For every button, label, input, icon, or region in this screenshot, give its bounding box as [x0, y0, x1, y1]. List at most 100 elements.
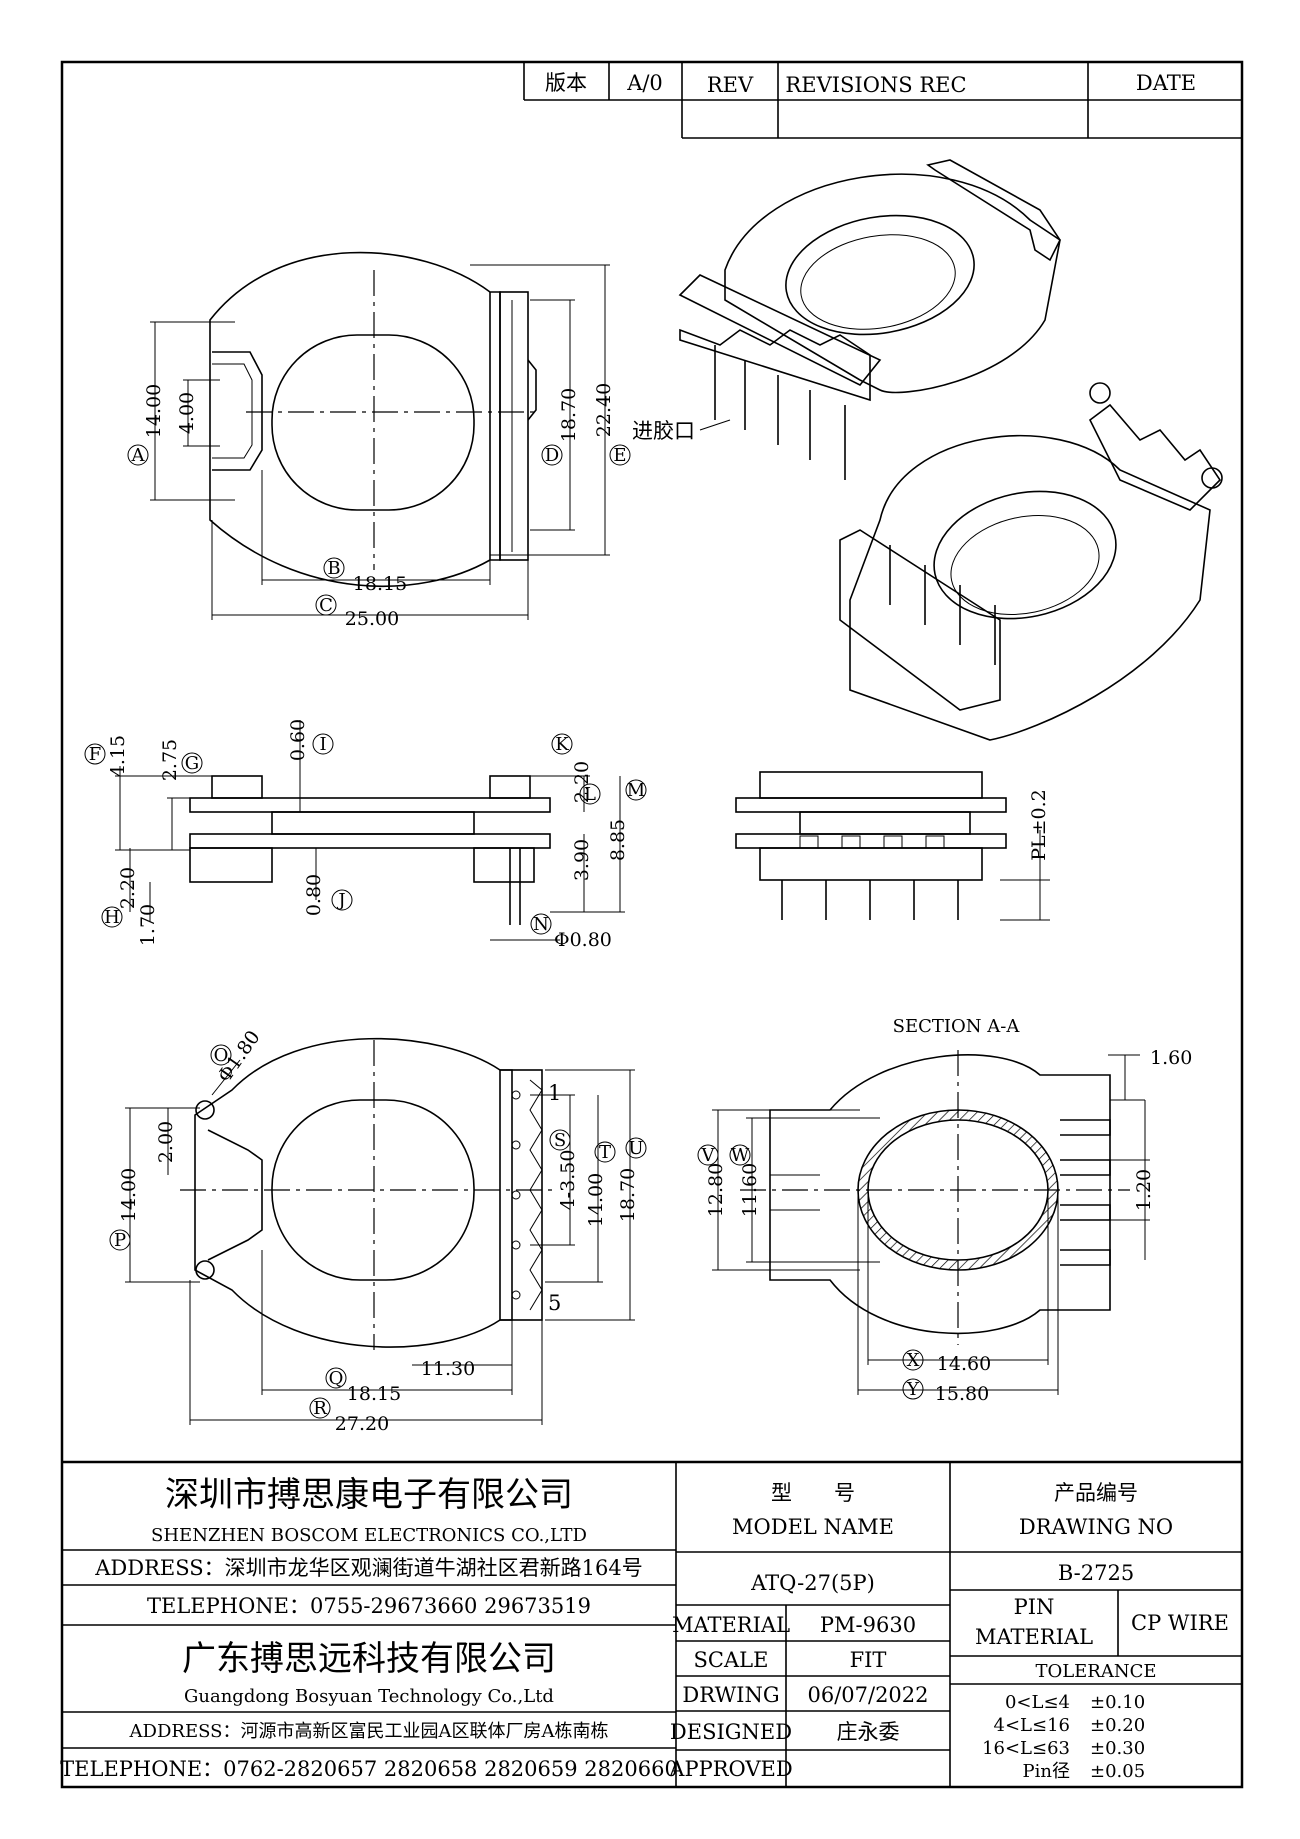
dim-b: 18.15 [353, 573, 407, 595]
dim-u: 18.70 [617, 1168, 639, 1222]
svg-text:V: V [701, 1145, 716, 1166]
pin-value: CP WIRE [1131, 1611, 1229, 1635]
tolerance-value-3: ±0.30 [1090, 1738, 1145, 1759]
revisions-label: REVISIONS REC [785, 73, 966, 97]
dim-section-right: 1.20 [1133, 1169, 1155, 1211]
tolerance-label: TOLERANCE [1035, 1661, 1156, 1682]
svg-text:J: J [336, 890, 345, 911]
svg-text:Q: Q [329, 1368, 344, 1389]
dim-g: 2.75 [159, 739, 181, 781]
company1-en: SHENZHEN BOSCOM ELECTRONICS CO.,LTD [151, 1525, 587, 1546]
dim-p-sub: 2.00 [155, 1121, 177, 1163]
dim-r: 27.20 [335, 1413, 389, 1435]
section-view: SECTION A-A 1.60 1.20 12.80 11.60 1 [697, 1016, 1192, 1405]
dim-y: 15.80 [935, 1383, 989, 1405]
label-o: O [210, 1044, 232, 1066]
dim-q: 18.15 [347, 1383, 401, 1405]
rev-label: REV [707, 73, 754, 97]
tolerance-value-1: ±0.10 [1090, 1692, 1145, 1713]
dim-j: 0.80 [303, 874, 325, 916]
dim-h1: 2.20 [117, 867, 139, 909]
title-block: 深圳市搏思康电子有限公司 SHENZHEN BOSCOM ELECTRONICS… [60, 1460, 1242, 1787]
side-view: 4.15 2.75 0.60 2.20 8.85 3.90 2.20 1.70 … [84, 719, 647, 951]
dim-i: 0.60 [287, 719, 309, 761]
svg-text:M: M [627, 780, 645, 801]
svg-text:X: X [907, 1350, 920, 1371]
label-t: T [594, 1141, 616, 1163]
dim-v: 12.80 [705, 1163, 727, 1217]
svg-text:F: F [89, 744, 102, 765]
gate-label: 进胶口 [632, 419, 695, 443]
sheet-border [60, 60, 1244, 1789]
section-title: SECTION A-A [893, 1016, 1021, 1037]
svg-text:T: T [599, 1142, 611, 1163]
tolerance-range-3: 16<L≤63 [982, 1738, 1070, 1759]
drwing-label: DRWING [682, 1683, 779, 1707]
revision-table: 版本 A/0 REV REVISIONS REC DATE [523, 62, 1242, 139]
label-a: A [127, 444, 149, 466]
tolerance-range-4: Pin径 [1023, 1761, 1070, 1782]
dim-d: 18.70 [558, 388, 580, 442]
svg-text:P: P [114, 1230, 126, 1251]
company1-cn: 深圳市搏思康电子有限公司 [165, 1475, 573, 1515]
pin-5-label: 5 [548, 1291, 561, 1315]
svg-text:C: C [319, 595, 333, 616]
model-en: MODEL NAME [732, 1515, 894, 1539]
svg-text:N: N [533, 914, 549, 935]
label-g: G [181, 752, 203, 774]
svg-text:E: E [613, 445, 626, 466]
dim-f: 4.15 [107, 735, 129, 777]
label-v: V [697, 1144, 719, 1166]
dim-c: 25.00 [345, 608, 399, 630]
top-view: 14.00 4.00 18.15 25.00 18.70 22.40 A B C… [127, 251, 631, 630]
tolerance-value-2: ±0.20 [1090, 1715, 1145, 1736]
svg-text:O: O [214, 1045, 229, 1066]
tolerance-range-2: 4<L≤16 [994, 1715, 1070, 1736]
pin-label-1: PIN [1014, 1595, 1055, 1619]
company2-cn: 广东搏思远科技有限公司 [182, 1639, 556, 1679]
drawing-cn: 产品编号 [1054, 1481, 1138, 1505]
model-cn: 型 号 [771, 1481, 855, 1505]
label-m: M [625, 779, 647, 801]
label-j: J [331, 889, 353, 911]
designed-value: 庄永委 [837, 1720, 900, 1744]
dim-a: 14.00 [143, 384, 165, 438]
dim-t: 14.00 [585, 1173, 607, 1227]
svg-text:U: U [628, 1138, 643, 1159]
dim-k: 2.20 [571, 761, 593, 803]
svg-text:W: W [731, 1145, 750, 1166]
drwing-value: 06/07/2022 [807, 1683, 928, 1707]
dim-e: 22.40 [593, 383, 615, 437]
dim-x: 14.60 [937, 1353, 991, 1375]
label-r: R [309, 1397, 331, 1419]
label-w: W [729, 1144, 751, 1166]
telephone2: TELEPHONE：0762-2820657 2820658 2820659 2… [60, 1757, 678, 1781]
dim-s: 4-3.50 [557, 1150, 579, 1211]
label-i: I [312, 733, 334, 755]
front-view: PL±0.2 [735, 771, 1050, 921]
telephone1: TELEPHONE：0755-29673660 29673519 [147, 1594, 591, 1618]
material-label: MATERIAL [672, 1613, 790, 1637]
model-value: ATQ-27(5P) [750, 1571, 875, 1595]
label-x: X [902, 1349, 924, 1371]
rev-version-label: 版本 [545, 71, 587, 95]
svg-text:G: G [185, 753, 199, 774]
label-n: N [530, 913, 552, 935]
svg-text:B: B [327, 558, 340, 579]
tolerance-range-1: 0<L≤4 [1005, 1692, 1070, 1713]
tolerance-value-4: ±0.05 [1090, 1761, 1145, 1782]
scale-label: SCALE [694, 1648, 769, 1672]
label-l: L [579, 783, 601, 805]
dim-lm-2: 3.90 [571, 839, 593, 881]
designed-label: DESIGNED [670, 1720, 792, 1744]
svg-text:I: I [319, 734, 326, 755]
label-q: Q [325, 1367, 347, 1389]
pin-1-label: 1 [548, 1081, 561, 1105]
scale-value: FIT [850, 1648, 887, 1672]
address1: ADDRESS：深圳市龙华区观澜街道牛湖社区君新路164号 [94, 1556, 642, 1580]
isometric-view-bottom [839, 382, 1223, 741]
svg-text:K: K [555, 734, 569, 755]
svg-text:S: S [554, 1130, 566, 1151]
material-value: PM-9630 [820, 1613, 916, 1637]
